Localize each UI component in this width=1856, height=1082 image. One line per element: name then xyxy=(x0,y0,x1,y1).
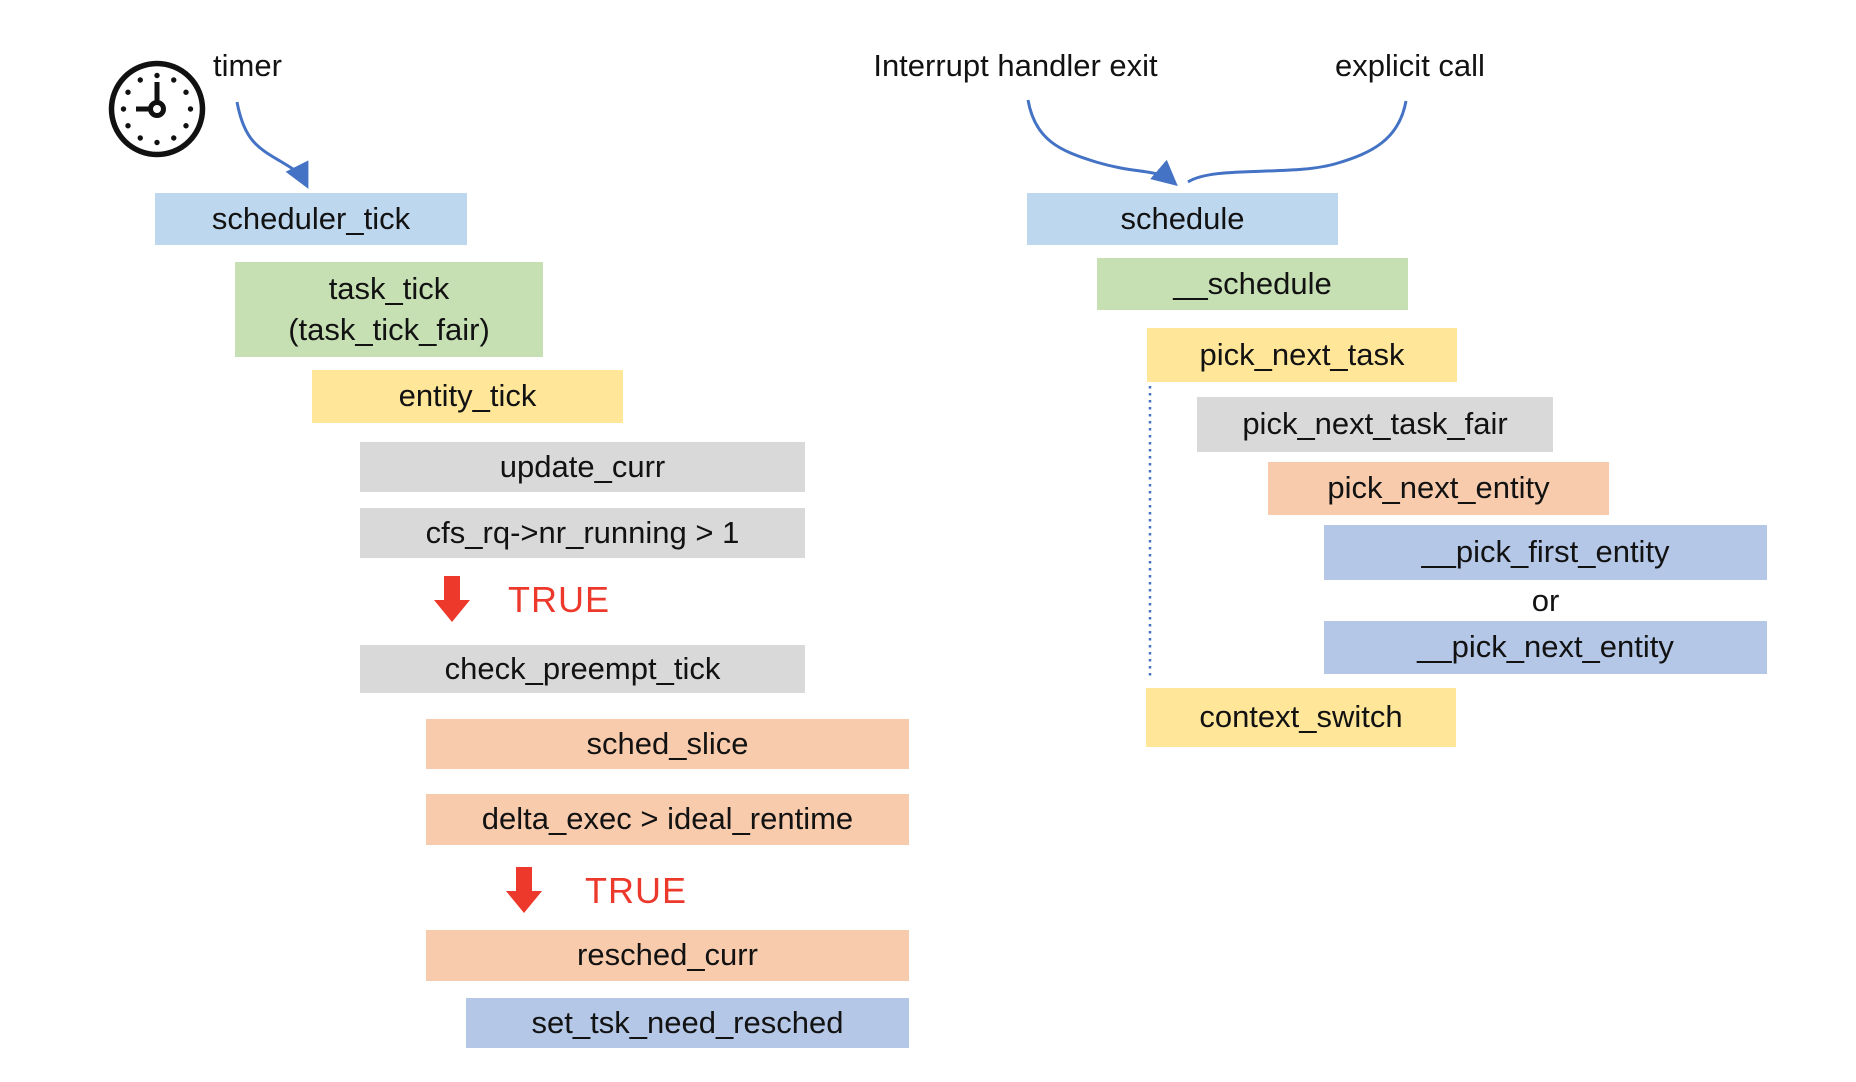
node-resched-curr: resched_curr xyxy=(426,930,909,981)
node-pick-next-task-fair: pick_next_task_fair xyxy=(1197,397,1553,452)
node-task-tick-label: task_tick xyxy=(328,271,450,307)
timer-to-scheduler-tick-arrow xyxy=(235,101,309,189)
node-scheduler-tick: scheduler_tick xyxy=(155,193,467,245)
node-set-tsk-need-resched: set_tsk_need_resched xyxy=(466,998,909,1048)
node-pick-first-entity: __pick_first_entity xyxy=(1324,525,1767,580)
node-pick-next-entity: pick_next_entity xyxy=(1268,462,1609,515)
interrupt-handler-exit-label: Interrupt handler exit xyxy=(873,48,1158,83)
true-label-2: TRUE xyxy=(585,870,687,911)
node-cfs-rq-nr-running-condition: cfs_rq->nr_running > 1 xyxy=(360,508,805,558)
node-schedule: schedule xyxy=(1027,193,1338,245)
true-label-1: TRUE xyxy=(508,579,610,620)
clock-hour-dots xyxy=(120,72,194,146)
red-down-arrow-1 xyxy=(434,576,470,622)
node-task-tick: task_tick (task_tick_fair) xyxy=(235,262,543,357)
node-pick-next-task: pick_next_task xyxy=(1147,328,1457,382)
node-underscore-schedule: __schedule xyxy=(1097,258,1408,310)
node-sched-slice: sched_slice xyxy=(426,719,909,769)
explicit-call-to-schedule-arrow xyxy=(1187,100,1408,184)
node-check-preempt-tick: check_preempt_tick xyxy=(360,645,805,693)
node-update-curr: update_curr xyxy=(360,442,805,492)
interrupt-exit-to-schedule-arrow xyxy=(1026,99,1178,186)
or-label: or xyxy=(1531,583,1560,618)
clock-icon xyxy=(108,60,206,158)
node-delta-exec-condition: delta_exec > ideal_rentime xyxy=(426,794,909,845)
node-pick-next-entity-underscore: __pick_next_entity xyxy=(1324,621,1767,674)
red-down-arrow-2 xyxy=(506,867,542,913)
node-task-tick-sublabel: (task_tick_fair) xyxy=(288,311,490,347)
explicit-call-label: explicit call xyxy=(1335,48,1485,83)
node-context-switch: context_switch xyxy=(1146,688,1456,747)
timer-label: timer xyxy=(213,48,282,83)
node-entity-tick: entity_tick xyxy=(312,370,623,423)
